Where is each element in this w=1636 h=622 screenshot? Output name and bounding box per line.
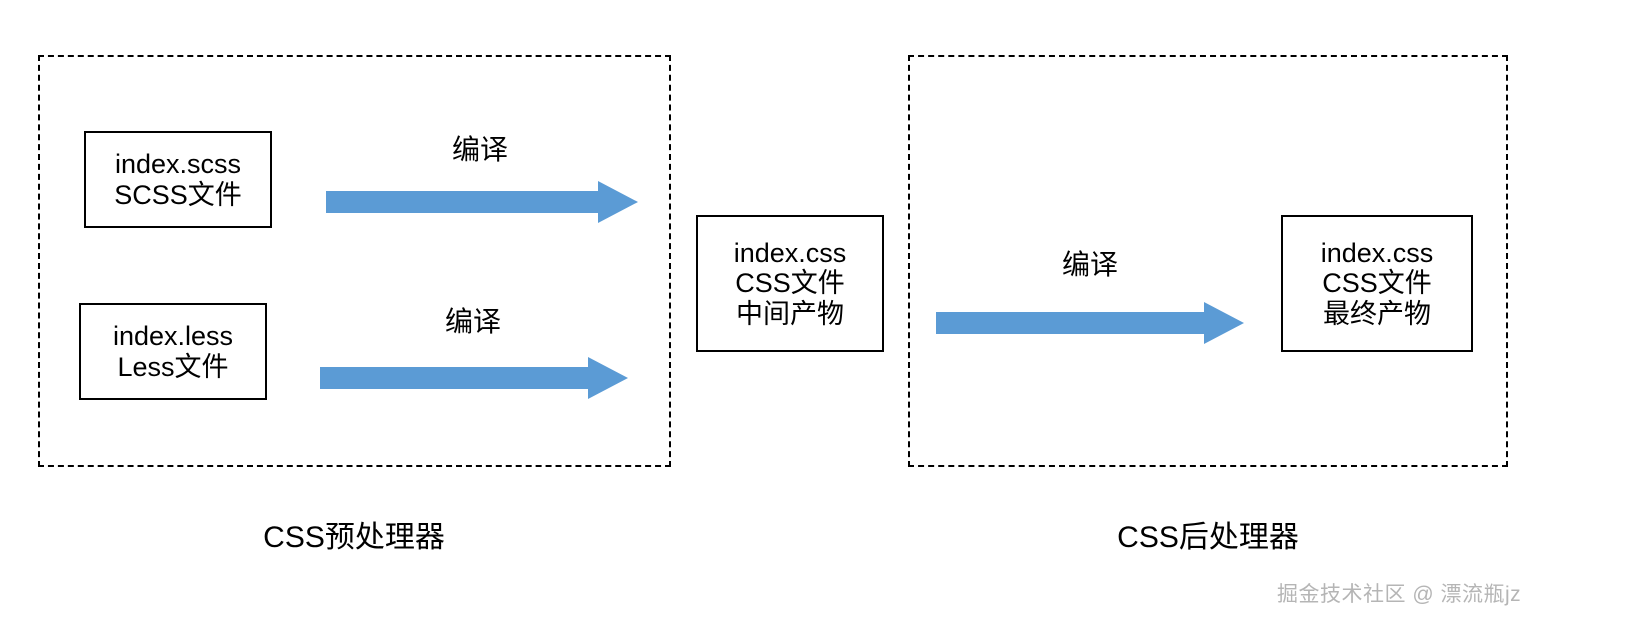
- panel-postprocessor: [908, 55, 1508, 467]
- watermark-text: 掘金技术社区 @ 漂流瓶jz: [1277, 583, 1522, 606]
- arrow-label-less-to-css: 编译: [444, 306, 501, 337]
- box-css-intermediate-line2: CSS文件: [735, 268, 845, 299]
- arrow-css-to-final-shape: [936, 302, 1244, 344]
- caption-postprocessor: CSS后处理器: [1117, 521, 1299, 554]
- box-less-line1: index.less: [112, 321, 234, 352]
- box-css-intermediate-line1: index.css: [733, 238, 847, 269]
- box-less-line2: Less文件: [117, 351, 229, 382]
- arrow-scss-to-css: [326, 181, 638, 223]
- box-less-source: index.less Less文件: [79, 303, 267, 400]
- arrow-scss-to-css-shape: [326, 181, 638, 223]
- box-css-final-line3: 最终产物: [1323, 298, 1431, 329]
- box-css-intermediate-line3: 中间产物: [736, 298, 844, 329]
- arrow-less-to-css: [320, 357, 628, 399]
- box-css-final-line1: index.css: [1320, 238, 1434, 269]
- box-scss-line1: index.scss: [114, 149, 242, 180]
- panel-preprocessor: [38, 55, 671, 467]
- box-css-final: index.css CSS文件 最终产物: [1281, 215, 1473, 352]
- box-scss-line2: SCSS文件: [114, 179, 242, 210]
- box-scss-source: index.scss SCSS文件: [84, 131, 272, 228]
- arrow-less-to-css-shape: [320, 357, 628, 399]
- arrow-label-scss-to-css: 编译: [451, 134, 508, 165]
- box-css-intermediate: index.css CSS文件 中间产物: [696, 215, 884, 352]
- caption-preprocessor: CSS预处理器: [263, 521, 445, 554]
- arrow-label-css-to-final: 编译: [1061, 249, 1118, 280]
- box-css-final-line2: CSS文件: [1322, 268, 1432, 299]
- arrow-css-to-final: [936, 302, 1244, 344]
